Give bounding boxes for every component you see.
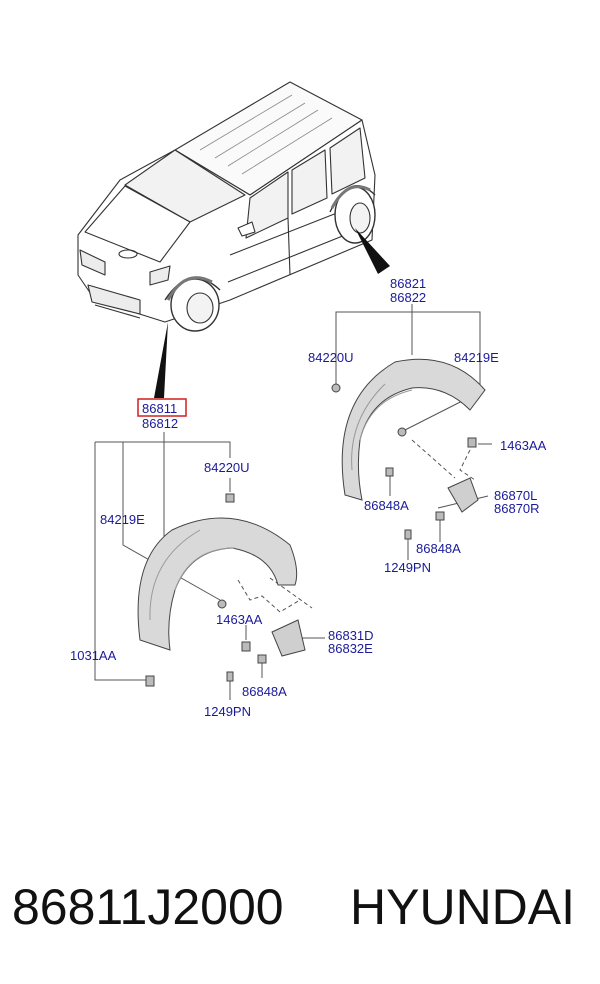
rear-retainer-lower-label: 86848A <box>416 541 461 556</box>
rear-retainer-upper-label: 86848A <box>364 498 409 513</box>
front-main-part-label[interactable]: 86811 <box>142 401 177 416</box>
front-clip-lower-icon <box>241 641 251 652</box>
front-wheel-liner <box>137 517 298 651</box>
front-screw-side-label: 84219E <box>100 512 145 527</box>
front-alt-part-label: 86812 <box>142 416 178 431</box>
front-mudguard <box>271 619 306 657</box>
rear-screw-icon <box>397 427 407 437</box>
rear-main-part-label: 86821 <box>390 276 426 291</box>
front-pointer <box>154 322 168 398</box>
rear-alt-part-label: 86822 <box>390 290 426 305</box>
front-clip-top-icon <box>225 493 235 503</box>
brand-caption: HYUNDAI <box>350 879 576 935</box>
rear-screw-small-icon <box>404 529 412 540</box>
front-retainer-label: 86848A <box>242 684 287 699</box>
rear-retainer-upper-icon <box>385 467 394 477</box>
rear-mudguard <box>447 477 479 513</box>
rear-clip-top-icon <box>331 383 341 393</box>
front-mudguard-b-label: 86832E <box>328 641 373 656</box>
parts-diagram: 86821 86822 84220U 84219E 1463AA 86848A … <box>70 81 547 719</box>
rear-screw-side-label: 84219E <box>454 350 499 365</box>
rear-clip-top-label: 84220U <box>308 350 354 365</box>
rear-clip-lower-icon <box>467 437 477 448</box>
rear-screw-small-label: 1249PN <box>384 560 431 575</box>
rear-mudguard-b-label: 86870R <box>494 501 540 516</box>
part-number-caption: 86811J2000 <box>12 879 284 935</box>
rear-wheel-liner <box>341 358 486 501</box>
front-screw-icon <box>217 599 227 609</box>
rear-liner-highlight <box>330 185 371 209</box>
front-screw-small-label: 1249PN <box>204 704 251 719</box>
front-liner-highlight <box>166 276 213 301</box>
front-clip-top-label: 84220U <box>204 460 250 475</box>
front-leader-lines <box>94 432 325 700</box>
front-screw-small-icon <box>226 671 234 682</box>
front-mudguard-a-label: 86831D <box>328 628 374 643</box>
front-bolt-bottom-icon <box>145 675 155 687</box>
front-clip-lower-label: 1463AA <box>216 612 263 627</box>
front-bolt-bottom-label: 1031AA <box>70 648 117 663</box>
rear-mudguard-a-label: 86870L <box>494 488 537 503</box>
rear-pointer <box>355 228 390 274</box>
main-part-highlight-box[interactable] <box>137 398 187 417</box>
rear-retainer-lower-icon <box>435 511 445 521</box>
front-retainer-icon <box>257 654 267 664</box>
vehicle-illustration <box>77 81 376 332</box>
rear-clip-lower-label: 1463AA <box>500 438 547 453</box>
